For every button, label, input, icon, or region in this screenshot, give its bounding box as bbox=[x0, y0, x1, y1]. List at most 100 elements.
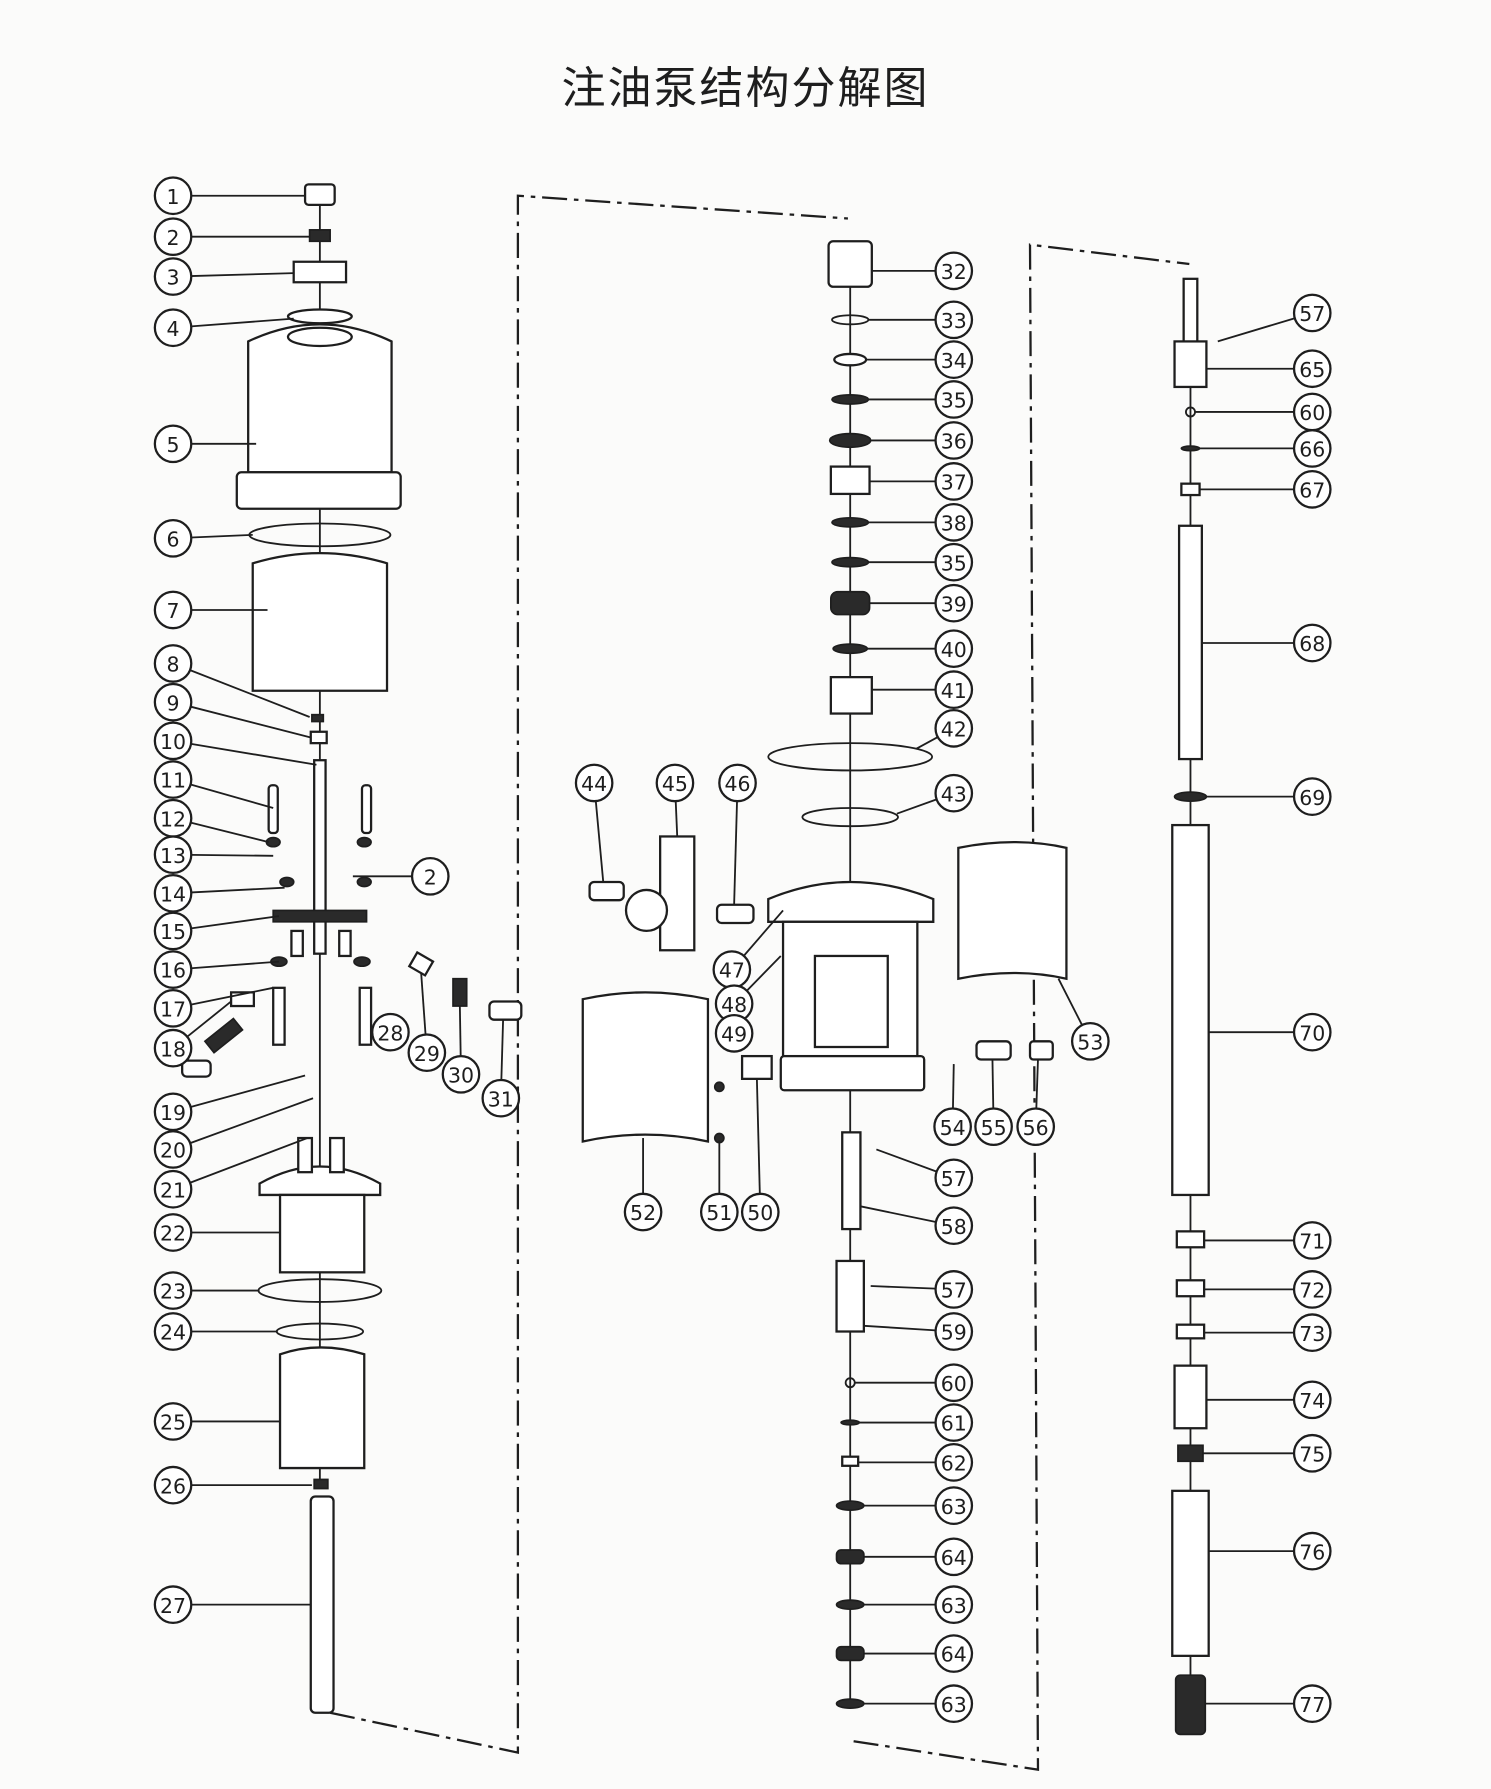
callout-61: 61 bbox=[859, 1403, 974, 1442]
callout-19: 19 bbox=[153, 1074, 306, 1132]
callout-76: 76 bbox=[1208, 1531, 1332, 1571]
callout-49: 49 bbox=[714, 1013, 754, 1053]
callout-38: 38 bbox=[868, 503, 974, 542]
callout-45: 45 bbox=[655, 763, 695, 837]
leader-line bbox=[870, 1285, 936, 1290]
callout-circle bbox=[934, 629, 974, 669]
callout-37: 37 bbox=[869, 462, 974, 501]
callout-4: 4 bbox=[153, 308, 294, 348]
callout-number: 59 bbox=[941, 1321, 967, 1345]
callout-number: 57 bbox=[941, 1167, 967, 1191]
callout-18: 18 bbox=[153, 1000, 232, 1068]
callout-42: 42 bbox=[915, 708, 974, 750]
callout-number: 29 bbox=[414, 1042, 440, 1066]
leader-line bbox=[190, 915, 280, 930]
callout-circle bbox=[623, 1192, 663, 1232]
callout-number: 72 bbox=[1299, 1279, 1325, 1303]
callout-circle bbox=[153, 590, 193, 630]
callout-65: 65 bbox=[1206, 349, 1332, 389]
callout-number: 49 bbox=[721, 1022, 747, 1046]
leader-line bbox=[190, 742, 317, 766]
leader-line bbox=[191, 853, 274, 857]
callout-40: 40 bbox=[867, 629, 974, 669]
callout-circle bbox=[1292, 1221, 1332, 1260]
callout-6: 6 bbox=[153, 518, 253, 558]
callout-77: 77 bbox=[1205, 1684, 1332, 1723]
connector-dashed-left bbox=[329, 194, 849, 1754]
callout-number: 31 bbox=[488, 1087, 514, 1111]
callout-36: 36 bbox=[870, 421, 974, 460]
callout-number: 42 bbox=[941, 717, 967, 741]
callout-circle bbox=[153, 1585, 193, 1624]
callout-48: 48 bbox=[714, 955, 782, 1024]
callout-14: 14 bbox=[153, 874, 285, 913]
callout-circle bbox=[934, 503, 974, 542]
callout-number: 35 bbox=[941, 389, 967, 413]
callout-43: 43 bbox=[896, 773, 974, 815]
callout-number: 36 bbox=[941, 430, 967, 454]
callout-7: 7 bbox=[153, 590, 268, 630]
callout-number: 75 bbox=[1299, 1442, 1325, 1466]
callout-circle bbox=[1016, 1107, 1056, 1147]
callout-30: 30 bbox=[441, 1006, 481, 1094]
callout-number: 8 bbox=[167, 653, 180, 677]
callout-9: 9 bbox=[153, 682, 311, 739]
callout-circle bbox=[153, 176, 193, 216]
leader-line bbox=[191, 533, 253, 539]
callout-number: 58 bbox=[941, 1215, 967, 1239]
callout-number: 69 bbox=[1299, 786, 1325, 810]
callout-51: 51 bbox=[699, 1140, 739, 1232]
callout-12: 12 bbox=[153, 798, 269, 844]
callout-circle bbox=[934, 1684, 974, 1723]
callout-circle bbox=[934, 1443, 974, 1482]
callout-circle bbox=[1292, 1380, 1332, 1420]
callout-number: 10 bbox=[160, 730, 186, 754]
callout-number: 5 bbox=[167, 433, 180, 457]
leader-line bbox=[952, 1064, 955, 1109]
leader-line bbox=[863, 1324, 936, 1332]
callout-number: 1 bbox=[167, 185, 180, 209]
callout-circle bbox=[1292, 1012, 1332, 1052]
callout-circle bbox=[934, 421, 974, 460]
callout-circle bbox=[153, 835, 193, 875]
callout-number: 14 bbox=[160, 883, 186, 907]
callout-circle bbox=[153, 308, 193, 348]
leader-line bbox=[594, 801, 605, 883]
callout-number: 34 bbox=[941, 349, 967, 373]
callout-number: 18 bbox=[160, 1037, 186, 1061]
leader-line bbox=[991, 1059, 995, 1109]
callout-circle bbox=[1292, 623, 1332, 663]
callout-number: 9 bbox=[167, 691, 180, 715]
leader-line bbox=[746, 955, 782, 992]
callout-circle bbox=[153, 988, 193, 1028]
callout-circle bbox=[1292, 1684, 1332, 1723]
callout-circle bbox=[934, 300, 974, 340]
callout-circle bbox=[934, 1634, 974, 1673]
callout-number: 33 bbox=[941, 309, 967, 333]
leader-line bbox=[186, 1000, 232, 1038]
callout-34: 34 bbox=[866, 340, 974, 379]
callout-circle bbox=[441, 1054, 481, 1094]
callout-number: 63 bbox=[941, 1594, 967, 1618]
leader-line bbox=[191, 317, 294, 328]
callout-number: 71 bbox=[1299, 1230, 1325, 1254]
callout-number: 39 bbox=[941, 592, 967, 616]
callout-number: 45 bbox=[662, 772, 688, 796]
callout-circle bbox=[153, 1465, 193, 1505]
callout-circle bbox=[934, 1585, 974, 1624]
callout-circle bbox=[934, 1158, 974, 1198]
callout-number: 2 bbox=[167, 226, 180, 250]
callout-number: 64 bbox=[941, 1643, 967, 1667]
callout-31: 31 bbox=[481, 1019, 521, 1118]
callout-number: 26 bbox=[160, 1474, 186, 1498]
callout-57: 57 bbox=[870, 1270, 974, 1309]
callout-circle bbox=[1070, 1021, 1110, 1061]
callout-number: 30 bbox=[448, 1063, 474, 1087]
callout-circle bbox=[153, 911, 193, 951]
callout-number: 74 bbox=[1299, 1389, 1325, 1413]
leader-line bbox=[189, 1097, 314, 1145]
callout-number: 35 bbox=[941, 551, 967, 575]
callout-21: 21 bbox=[153, 1137, 308, 1209]
callout-27: 27 bbox=[153, 1585, 311, 1624]
callout-73: 73 bbox=[1204, 1313, 1332, 1352]
